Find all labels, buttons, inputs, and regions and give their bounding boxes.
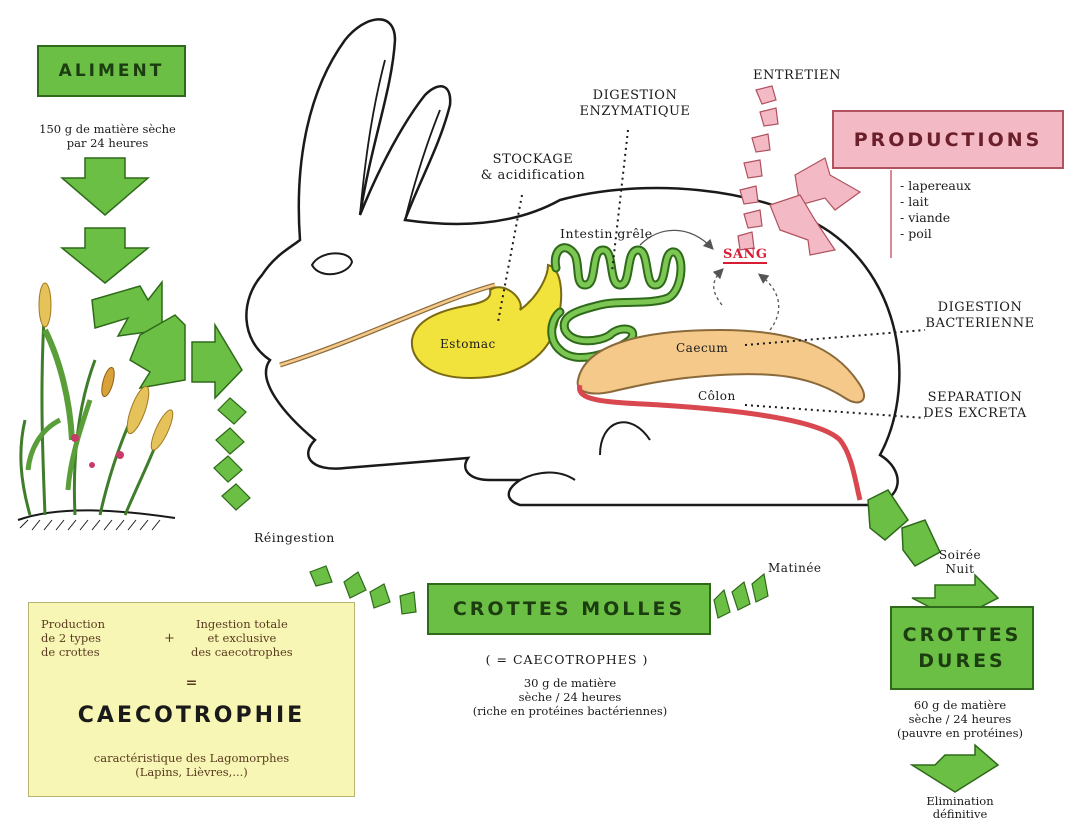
productions-item: - lait [900,194,971,210]
aliment-box: ALIMENT [37,45,186,97]
aliment-flow-arrows [62,158,242,398]
caecotrophie-left-text: Production de 2 types de crottes [41,617,105,659]
crottes-dures-title: CROTTES [903,622,1022,648]
digestion-enzymatique-label: DIGESTION ENZYMATIQUE [560,88,710,120]
crottes-dures-title: DURES [918,648,1006,674]
caecum-label: Caecum [676,340,728,356]
intestin-label: Intestin grêle [560,226,653,242]
crottes-dures-quantity: 60 g de matière sèche / 24 heures (pauvr… [860,698,1060,740]
estomac-label: Estomac [440,336,496,352]
separation-label: SEPARATION DES EXCRETA [900,390,1050,422]
productions-item: - viande [900,210,971,226]
caecotrophie-title: CAECOTROPHIE [29,703,354,728]
soiree-nuit-label: Soirée Nuit [930,548,990,576]
digestion-bacterienne-label: DIGESTION BACTERIENNE [905,300,1055,332]
colon-label: Côlon [698,388,736,404]
productions-title: PRODUCTIONS [854,129,1043,151]
elimination-label: Elimination définitive [900,795,1020,821]
caecotrophe-arrows [714,574,768,618]
sang-label: SANG [723,247,767,264]
productions-item: - lapereaux [900,178,971,194]
plus-sign: + [164,631,175,646]
aliment-quantity: 150 g de matière sèche par 24 heures [0,122,215,150]
reingestion-label: Réingestion [254,530,335,546]
crottes-molles-box: CROTTES MOLLES [427,583,711,635]
equals-sign: = [29,675,354,691]
caecotrophie-footnote: caractéristique des Lagomorphes (Lapins,… [29,751,354,779]
caecotrophes-subtitle: ( = CAECOTROPHES ) [447,652,687,667]
productions-box: PRODUCTIONS [832,110,1064,169]
entretien-label: ENTRETIEN [753,68,841,84]
crottes-molles-quantity: 30 g de matière sèche / 24 heures (riche… [420,676,720,718]
productions-item: - poil [900,226,971,242]
aliment-title: ALIMENT [59,61,165,81]
matinee-label: Matinée [768,560,822,576]
crottes-molles-title: CROTTES MOLLES [453,598,685,620]
stockage-label: STOCKAGE & acidification [468,152,598,184]
crottes-dures-box: CROTTES DURES [890,606,1034,690]
caecotrophie-box: Production de 2 types de crottes + Inges… [28,602,355,797]
caecotrophie-right-text: Ingestion totale et exclusive des caecot… [191,617,293,659]
productions-list-bar [890,170,892,258]
productions-list: - lapereaux - lait - viande - poil [900,178,971,242]
